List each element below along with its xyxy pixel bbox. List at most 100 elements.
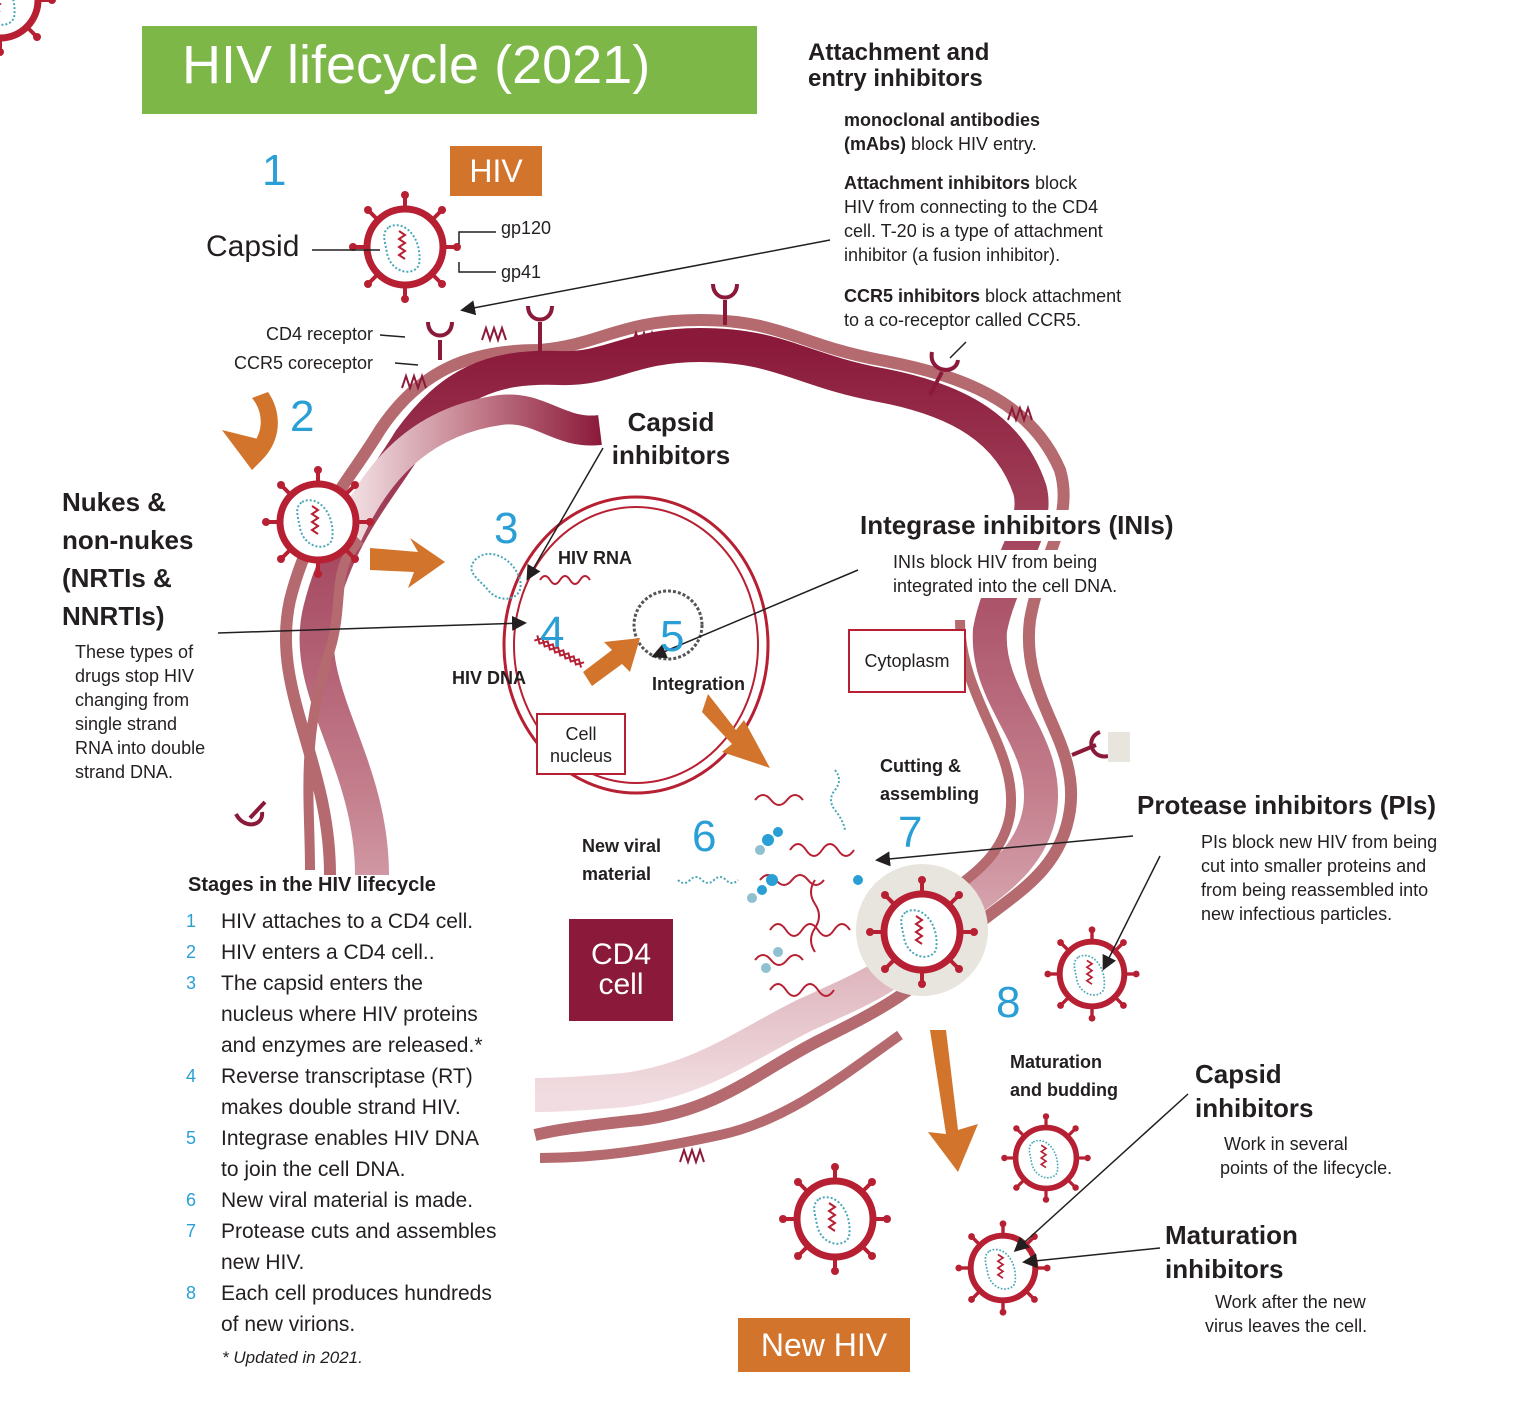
stage-text: nucleus where HIV proteins	[221, 1003, 478, 1026]
nukes-heading-1: Nukes &	[62, 487, 167, 517]
nukes-body-3: changing from	[75, 690, 190, 710]
pointer-arrow-icons	[217, 231, 1189, 1269]
gp41-label: gp41	[501, 262, 542, 282]
hiv-rna-label: HIV RNA	[558, 548, 633, 568]
new-viral-label-1: New viral	[582, 836, 662, 856]
stage-text: new HIV.	[221, 1251, 305, 1274]
integrase-body-1: INIs block HIV from being	[893, 552, 1098, 572]
maturation-inhibitors-line-1: Maturation	[1165, 1220, 1298, 1250]
stages-list: 1 HIV attaches to a CD4 cell. 2 HIV ente…	[186, 906, 546, 1340]
nukes-body-5: RNA into double	[75, 738, 206, 758]
cell-nucleus-label-2: nucleus	[549, 746, 613, 766]
capsid-bottom-line-1: Capsid	[1195, 1059, 1282, 1089]
stage-text: HIV enters a CD4 cell..	[221, 941, 435, 964]
stages-footnote: * Updated in 2021.	[222, 1348, 363, 1367]
stage-text: of new virions.	[221, 1313, 356, 1336]
stage-text: The capsid enters the	[221, 972, 423, 995]
nukes-body-4: single strand	[75, 714, 178, 734]
nukes-heading-4: NNRTIs)	[62, 601, 165, 631]
attachment-heading-2: entry inhibitors	[808, 65, 983, 92]
stage-text: Each cell produces hundreds	[221, 1282, 492, 1305]
nukes-heading-2: non-nukes	[62, 525, 194, 555]
protease-body: PIs block new HIV from being cut into sm…	[1201, 830, 1437, 926]
ccr5-inhibitors-text: CCR5 inhibitors block attachment to a co…	[844, 284, 1121, 332]
stage-text: New viral material is made.	[221, 1189, 474, 1212]
nukes-body-6: strand DNA.	[75, 762, 174, 782]
stage-number: 6	[186, 1190, 197, 1210]
new-viral-material	[754, 794, 855, 997]
title-banner: HIV lifecycle (2021)	[142, 26, 757, 114]
step-number-6: 6	[692, 812, 717, 861]
protease-body-1: PIs block new HIV from being	[1201, 832, 1438, 852]
stage-item: 6 New viral material is made.	[186, 1185, 546, 1216]
stage-item: 8 Each cell produces hundreds of new vir…	[186, 1278, 546, 1340]
page-title: HIV lifecycle (2021)	[182, 35, 651, 95]
integration-label: Integration	[652, 674, 745, 694]
cd4-receptor-icons	[234, 283, 1109, 827]
mabs-bold-2: (mAbs)	[844, 134, 906, 154]
ccr5-bold: CCR5 inhibitors	[844, 286, 981, 306]
new-hiv-tag: New HIV	[738, 1318, 910, 1372]
blocked-receptor-icon	[1108, 732, 1130, 762]
attachment-inhibitors-text: Attachment inhibitors block HIV from con…	[844, 171, 1103, 267]
gp120-label: gp120	[501, 218, 552, 238]
stage-item: 2 HIV enters a CD4 cell..	[186, 937, 546, 968]
maturation-inhibitors-line-2: inhibitors	[1165, 1254, 1284, 1284]
step-number-5: 5	[660, 612, 685, 661]
protein-dots	[747, 827, 863, 973]
mabs-body: block HIV entry.	[906, 134, 1037, 154]
protease-body-3: from being reassembled into	[1201, 880, 1429, 900]
cutting-label-1: Cutting &	[880, 756, 961, 776]
stage-number: 5	[186, 1128, 197, 1148]
capsid-label: Capsid	[206, 230, 300, 263]
hiv-dna-strand	[534, 635, 585, 668]
hiv-dna-label: HIV DNA	[452, 668, 527, 688]
step-number-2: 2	[290, 392, 315, 441]
capsid-inhibitors-top: Capsid inhibitors	[604, 406, 738, 472]
cell-dna-ring	[632, 589, 704, 661]
nukes-body-2: drugs stop HIV	[75, 666, 195, 686]
maturation-label-2: and budding	[1010, 1080, 1118, 1100]
stage-number: 4	[186, 1066, 197, 1086]
integrase-body: INIs block HIV from being integrated int…	[893, 550, 1118, 598]
maturation-budding-label: Maturation and budding	[1010, 1048, 1118, 1104]
ai-body-1: block	[1030, 173, 1078, 193]
orange-arrow-icons	[222, 392, 978, 1172]
mabs-text: monoclonal antibodies (mAbs) block HIV e…	[844, 108, 1040, 156]
cutting-assembling-label: Cutting & assembling	[880, 752, 979, 808]
stage-item: 3 The capsid enters the nucleus where HI…	[186, 968, 546, 1061]
protease-body-2: cut into smaller proteins and	[1201, 856, 1427, 876]
step-number-1: 1	[262, 146, 287, 195]
cell-nucleus-label-1: Cell	[565, 724, 597, 744]
step-number-8: 8	[996, 978, 1021, 1027]
stage-number: 1	[186, 911, 197, 931]
stages-heading: Stages in the HIV lifecycle	[188, 874, 436, 896]
nukes-body: These types of drugs stop HIV changing f…	[75, 640, 205, 784]
new-viral-material-label: New viral material	[582, 832, 661, 888]
cd4-cell-box: CD4 cell	[569, 919, 673, 1021]
ccr5-body-2: to a co-receptor called CCR5.	[844, 310, 1082, 330]
nukes-heading: Nukes & non-nukes (NRTIs & NNRTIs)	[62, 483, 193, 635]
mabs-bold-1: monoclonal antibodies	[844, 110, 1041, 130]
stage-number: 3	[186, 973, 197, 993]
hiv-virion-icon	[0, 0, 56, 56]
ccr5-coreceptor-icons	[401, 324, 1033, 1166]
stage-item: 7 Protease cuts and assembles new HIV.	[186, 1216, 546, 1278]
nukes-heading-3: (NRTIs &	[62, 563, 172, 593]
stage-item: 1 HIV attaches to a CD4 cell.	[186, 906, 546, 937]
ai-bold: Attachment inhibitors	[844, 173, 1031, 193]
hiv-rna-strand	[539, 575, 591, 585]
attachment-heading: Attachment and entry inhibitors	[808, 40, 989, 92]
cd4-receptor-label: CD4 receptor	[266, 324, 374, 344]
stage-item: 4 Reverse transcriptase (RT) makes doubl…	[186, 1061, 546, 1123]
stage-item: 5 Integrase enables HIV DNA to join the …	[186, 1123, 546, 1185]
stage-text: Reverse transcriptase (RT)	[221, 1065, 473, 1088]
stage-text: Protease cuts and assembles	[221, 1220, 497, 1243]
stage-number: 2	[186, 942, 197, 962]
stage-text: Integrase enables HIV DNA	[221, 1127, 479, 1150]
cytoplasm-label: Cytoplasm	[864, 651, 950, 671]
step-number-3: 3	[494, 504, 519, 553]
ai-body-2: HIV from connecting to the CD4	[844, 197, 1099, 217]
